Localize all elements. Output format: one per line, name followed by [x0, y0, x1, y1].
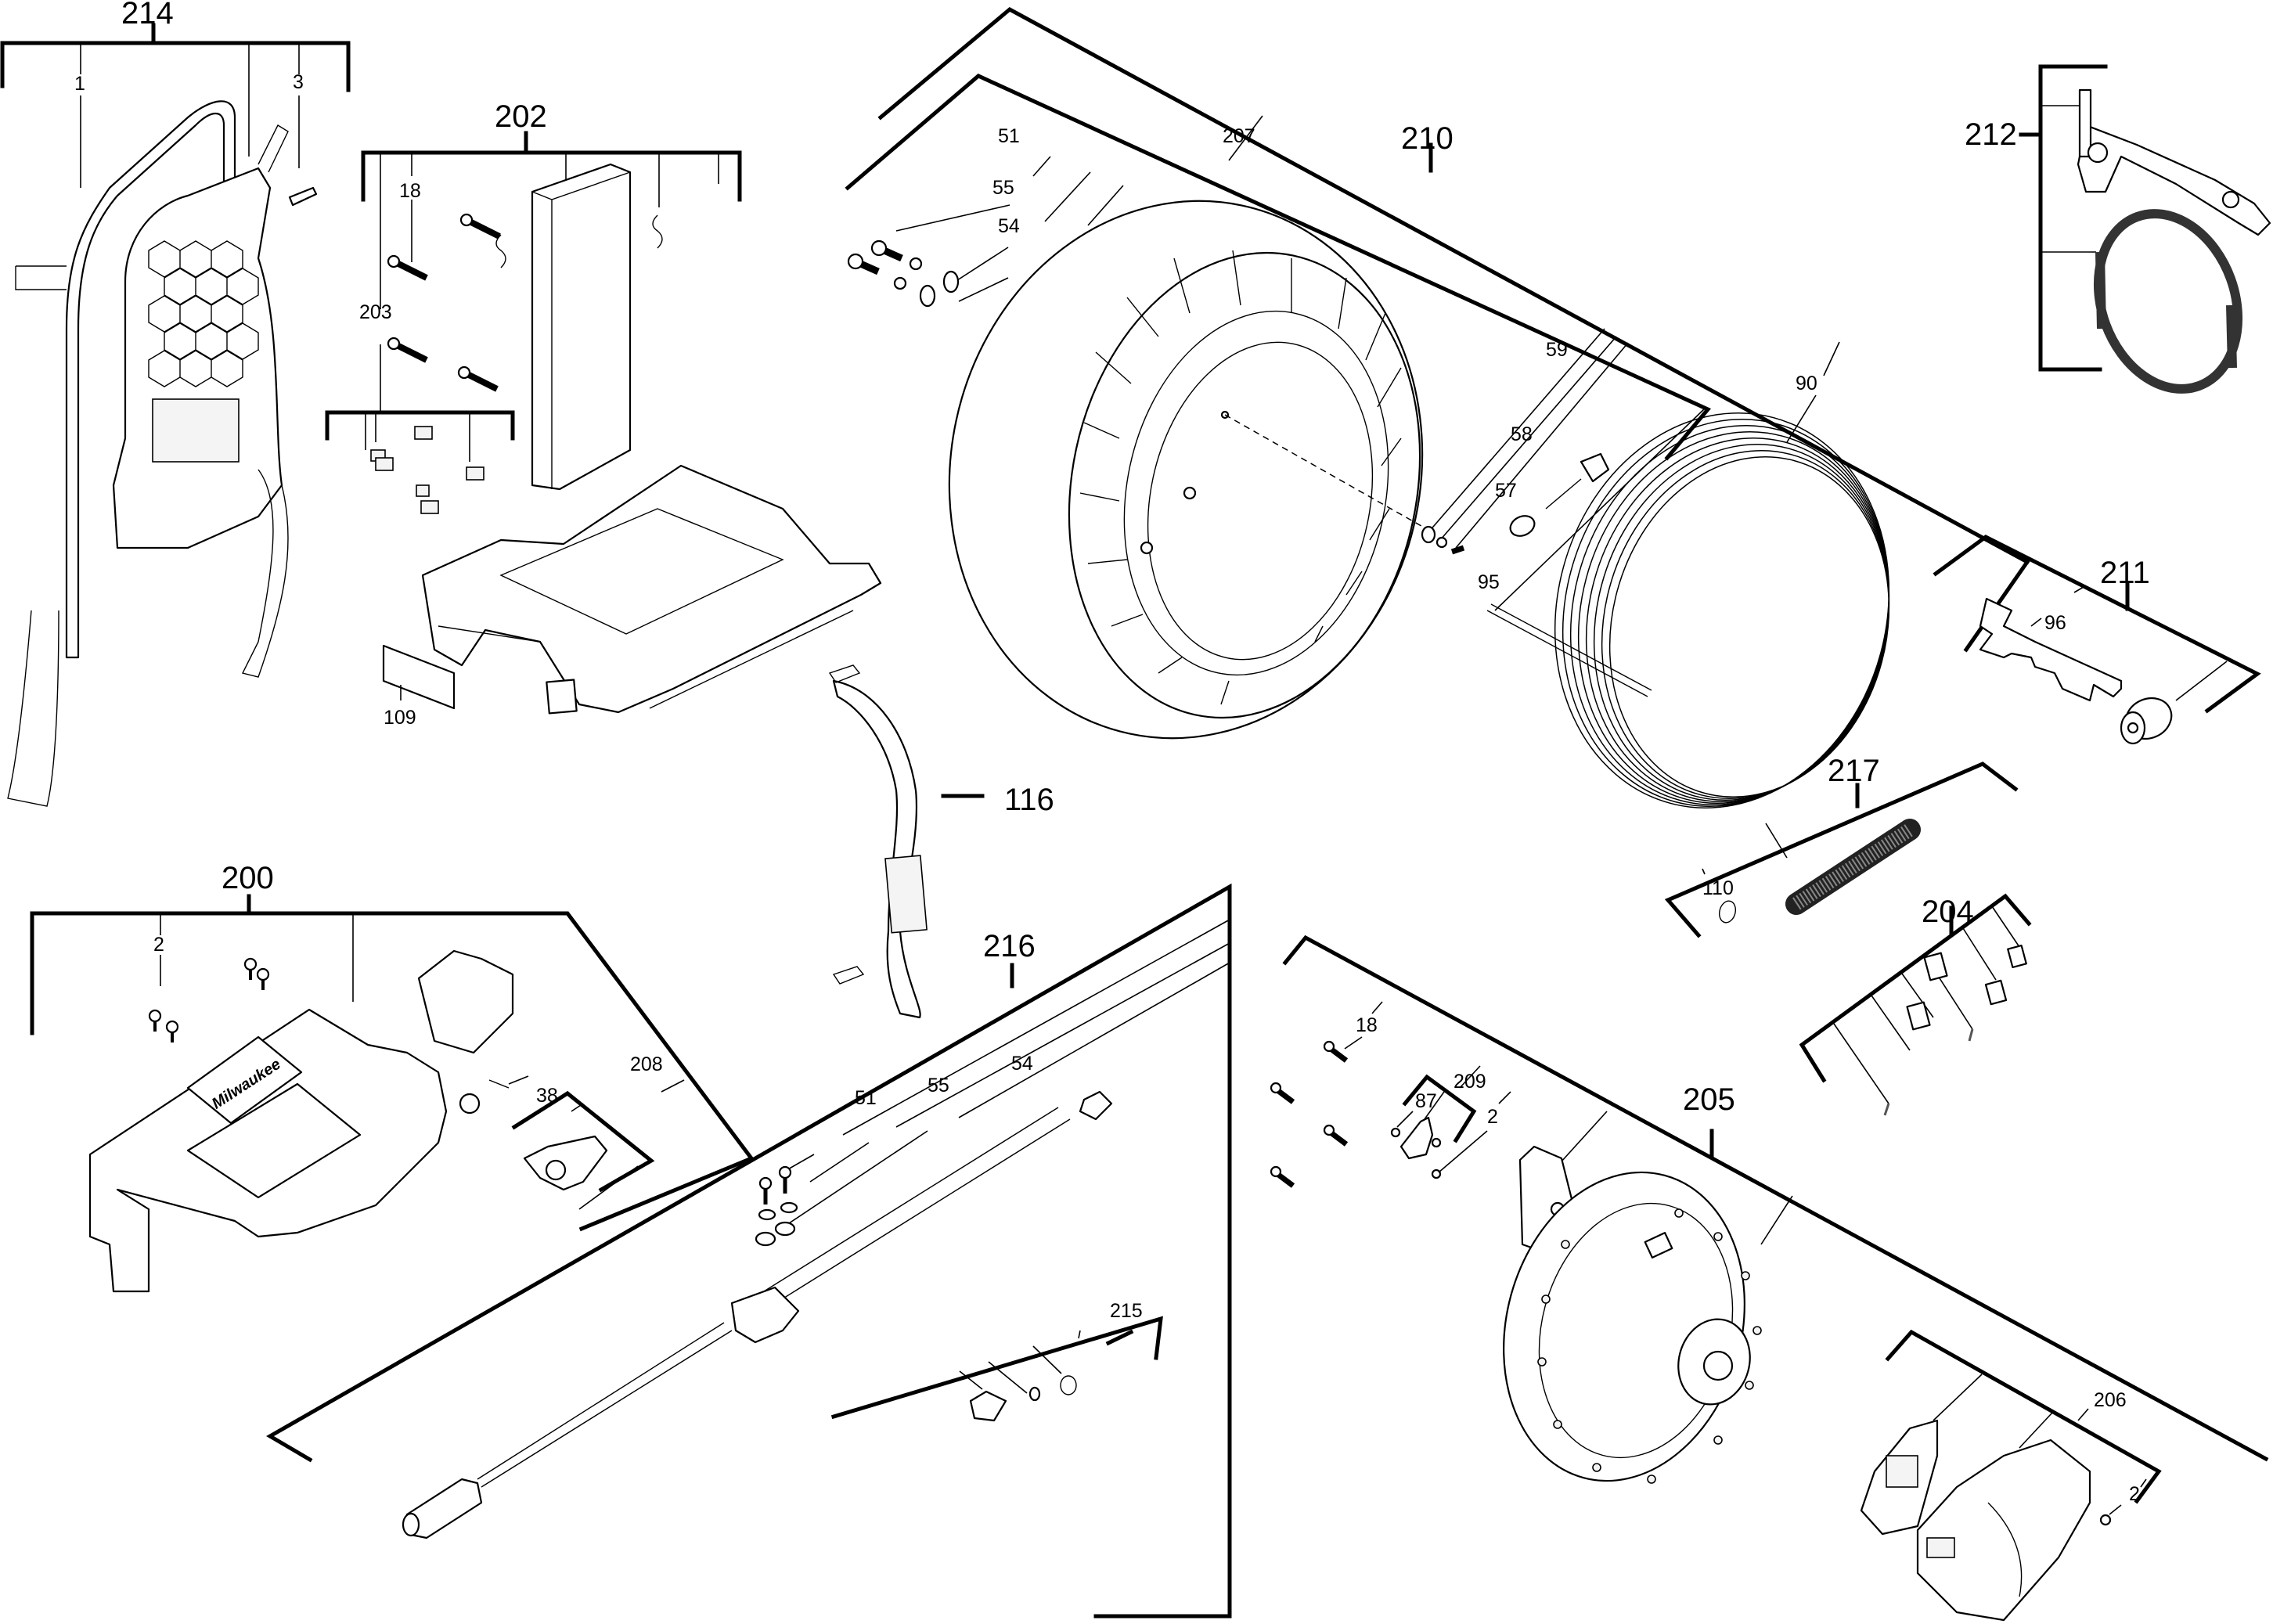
pipe-wrench	[2077, 124, 2271, 236]
screws-18	[1270, 1040, 1349, 1188]
label-204: 204	[1922, 895, 1974, 929]
bracket-214	[0, 41, 351, 92]
label-3: 3	[293, 71, 304, 93]
drum-ribs	[1079, 250, 1402, 705]
board-housing-206	[1916, 1439, 2091, 1622]
label-18: 18	[399, 180, 421, 202]
assembly-204: 204	[1799, 893, 2032, 1116]
fasteners-51-55-54	[755, 1165, 798, 1247]
fasteners-51-55-54	[847, 239, 960, 308]
clips-203	[370, 426, 484, 514]
spanner-96	[1979, 597, 2123, 702]
label-216: 216	[983, 929, 1036, 963]
assembly-211: 211 96	[1933, 535, 2261, 745]
assembly-214: 214 1 3	[0, 0, 351, 807]
bolt-holes	[1537, 1208, 1762, 1484]
label-51: 51	[998, 125, 1020, 147]
pin-part-3	[288, 186, 318, 207]
label-207: 207	[1223, 125, 1255, 147]
label-203: 203	[359, 301, 392, 323]
label-210: 210	[1401, 121, 1453, 156]
assembly-210: 210 207 51 55 54	[845, 6, 2030, 808]
label-51: 51	[855, 1087, 877, 1109]
label-2: 2	[2129, 1483, 2140, 1505]
switch-box	[417, 949, 514, 1054]
assembly-216: 216 51 55 54 215	[266, 883, 1232, 1619]
label-211: 211	[2100, 556, 2150, 590]
label-214: 214	[121, 0, 174, 31]
label-208: 208	[630, 1053, 663, 1075]
label-54: 54	[998, 215, 1020, 237]
label-95: 95	[1478, 571, 1500, 593]
screws-2	[148, 957, 270, 1042]
label-200: 200	[222, 861, 274, 895]
assembly-212: 212	[1965, 64, 2271, 394]
label-38: 38	[536, 1085, 558, 1107]
label-205: 205	[1683, 1082, 1735, 1117]
o-ring	[1060, 1375, 1077, 1395]
mesh-pattern	[148, 240, 259, 387]
label-109: 109	[384, 707, 416, 729]
clip-parts	[1883, 944, 2027, 1116]
label-59: 59	[1546, 339, 1568, 361]
drum-face	[1068, 251, 1421, 719]
label-209: 209	[1453, 1071, 1486, 1093]
assembly-202: 202 18 203	[325, 99, 882, 729]
label-206: 206	[2094, 1389, 2127, 1411]
label-110: 110	[1702, 877, 1734, 899]
label-2: 2	[153, 934, 164, 956]
label-202: 202	[495, 99, 547, 134]
base-frame	[421, 464, 882, 714]
upright-post	[531, 163, 632, 491]
label-18: 18	[1356, 1014, 1378, 1036]
o-ring-110	[1718, 900, 1737, 924]
assembly-205: 205 18 209 87 2	[1270, 934, 2269, 1622]
milwaukee-logo-plate	[186, 1035, 303, 1125]
assembly-200: 200 2 Milwaukee 208 38	[30, 861, 755, 1293]
mesh-holder	[112, 167, 283, 549]
skid-cap	[1079, 1090, 1113, 1121]
camera-cable-coil	[1554, 412, 1890, 808]
assembly-217: 217 110	[1664, 754, 2019, 938]
label-217: 217	[1828, 754, 1880, 788]
label-1: 1	[74, 73, 85, 95]
screws-18	[387, 213, 501, 392]
label-212: 212	[1965, 117, 2017, 152]
skid-215	[969, 1390, 1007, 1422]
carry-strap	[832, 679, 921, 1019]
label-87: 87	[1415, 1090, 1437, 1112]
label-215: 215	[1110, 1300, 1143, 1322]
connector-end	[1580, 452, 1610, 483]
thumb-latch-209	[1399, 1116, 1434, 1160]
label-116: 116	[1004, 783, 1054, 817]
label-90: 90	[1796, 373, 1817, 394]
decal-109	[382, 644, 456, 710]
label-58: 58	[1511, 423, 1533, 445]
label-54: 54	[1011, 1053, 1033, 1075]
label-55: 55	[928, 1075, 949, 1096]
label-96: 96	[2044, 612, 2066, 634]
label-55: 55	[992, 177, 1014, 199]
assembly-116: 116	[828, 664, 1054, 1019]
battery-box	[152, 398, 240, 463]
label-57: 57	[1495, 480, 1517, 502]
knob-208	[523, 1135, 608, 1191]
label-2: 2	[1487, 1106, 1498, 1128]
camera-head-housing	[730, 1286, 800, 1344]
